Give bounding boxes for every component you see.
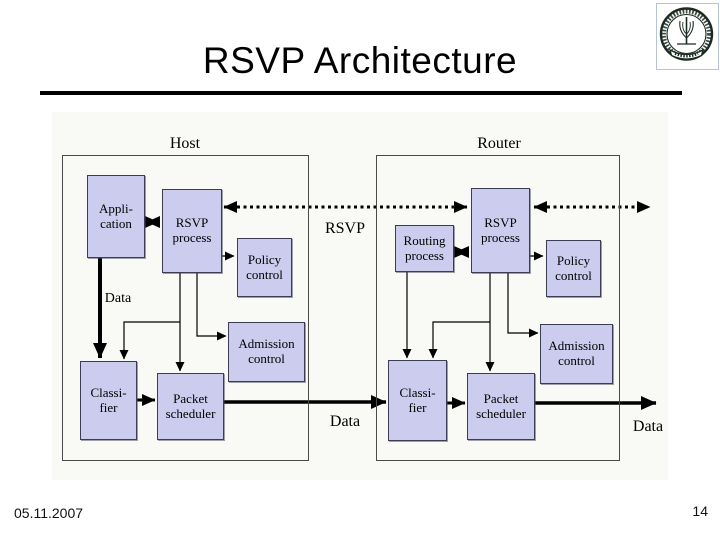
host-frame — [62, 155, 309, 461]
node-admission-control-router: Admission control — [540, 324, 613, 384]
title-underline — [40, 91, 682, 95]
node-application: Appli- cation — [87, 175, 145, 258]
node-classifier-host: Classi- fier — [80, 361, 137, 440]
arrow-rsvp-admission-host — [196, 271, 227, 341]
node-packet-scheduler-router: Packet scheduler — [467, 373, 535, 440]
node-admission-control-host: Admission control — [228, 322, 305, 382]
node-packet-scheduler-host: Packet scheduler — [157, 373, 224, 440]
arrow-rsvp-classifier-router — [428, 321, 490, 359]
router-group-label: Router — [477, 135, 521, 152]
page-title: RSVP Architecture — [202, 40, 518, 81]
node-routing-process: Routing process — [395, 225, 454, 272]
page-number: 14 — [692, 503, 708, 519]
data-flow-label-right: Data — [632, 418, 664, 435]
institution-logo — [656, 3, 719, 70]
data-flow-label-middle: Data — [329, 413, 361, 430]
rsvp-flow-label: RSVP — [324, 220, 366, 237]
node-policy-control-host: Policy control — [237, 238, 292, 297]
college-seal-icon — [659, 7, 714, 61]
footer-date: 05.11.2007 — [14, 505, 84, 521]
router-frame — [376, 155, 620, 461]
node-rsvp-process-host: RSVP process — [162, 189, 222, 273]
node-classifier-router: Classi- fier — [388, 360, 447, 441]
data-label-host: Data — [104, 291, 132, 306]
node-policy-control-router: Policy control — [546, 240, 601, 297]
host-group-label: Host — [169, 135, 201, 152]
arrow-rsvp-admission-router — [507, 271, 539, 338]
node-rsvp-process-router: RSVP process — [471, 188, 530, 273]
arrow-rsvp-classifier-host — [119, 321, 180, 360]
